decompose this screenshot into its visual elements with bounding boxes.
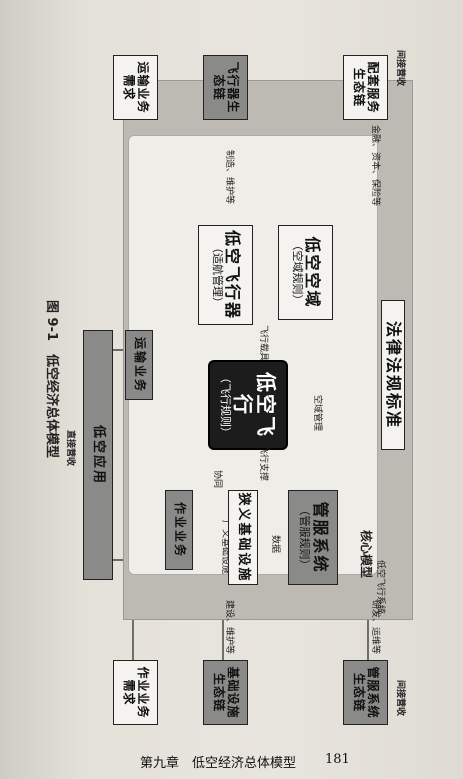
law-title: 法律法规标准 [384,320,404,429]
operation-biz-box: 作业业务 [165,490,193,570]
demand-operation-box: 作业业务需求 [113,660,158,725]
mgmt-system-title: 管服系统 [310,501,330,574]
application-box: 低空应用 [83,330,113,580]
application-label: 低空应用 [91,424,107,485]
edge-flight-support: 飞行支撑 [258,445,268,482]
eco-aircraft-box: 飞行器生态链 [203,55,248,120]
center-title: 低空飞行 [231,372,279,438]
indirect-revenue-right: 间接营收 [395,680,405,717]
chapter-footer: 第九章 低空经济总体模型 [140,756,297,771]
eco-mgmt-box: 管服系统生态链 [343,660,388,725]
eco-infra-box: 基础设施生态链 [203,660,248,725]
direct-revenue-label: 直接营收 [65,430,75,467]
center-sub: （飞行规则） [219,372,233,438]
demand-transport-box: 运输业务需求 [113,55,158,120]
figure-caption: 图 9-1 低空经济总体模型 [44,300,59,459]
edge-rnd-ops: 研发、运维等 [370,600,380,655]
demand-transport-label: 运输业务需求 [122,61,151,114]
aircraft-box: 低空飞行器 （适航管理） [198,225,253,325]
mgmt-system-box: 管服系统 （管服规则） [288,490,338,585]
aircraft-title: 低空飞行器 [223,229,243,320]
eco-infra-label: 基础设施生态链 [212,666,241,719]
demand-operation-label: 作业业务需求 [122,666,151,719]
infra-box: 狭义基础设施 [228,490,258,585]
edge-flight-carrier: 飞行载具 [258,325,268,362]
transport-biz-box: 运输业务 [125,330,153,400]
transport-biz-label: 运输业务 [132,336,147,393]
airspace-sub: （空域规则） [290,239,304,306]
infra-title: 狭义基础设施 [236,492,252,583]
edge-coord: 协同 [212,470,222,489]
edge-finance: 金融、资本、保险等 [370,125,380,207]
eco-support-label: 配套服务生态链 [352,61,381,114]
eco-aircraft-label: 飞行器生态链 [212,61,241,114]
edge-data: 数据 [270,535,280,554]
operation-biz-label: 作业业务 [172,501,187,558]
eco-support-box: 配套服务生态链 [343,55,388,120]
edge-build-maint: 建设、维护等 [224,600,234,655]
core-model-label: 核心模型 [359,530,373,579]
law-title-box: 法律法规标准 [381,300,405,450]
eco-mgmt-label: 管服系统生态链 [352,666,381,719]
airspace-title: 低空空域 [303,236,323,309]
edge-airspace-mgmt: 空域管理 [312,395,322,432]
indirect-revenue-left: 间接营收 [395,50,405,87]
page-number: 181 [325,752,350,767]
aircraft-sub: （适航管理） [210,242,224,308]
edge-manufacture: 制造、维护等 [224,150,234,205]
airspace-box: 低空空域 （空域规则） [278,225,333,320]
mgmt-system-sub: （管服规则） [298,504,312,571]
center-lowalt-flight: 低空飞行 （飞行规则） [208,360,288,450]
